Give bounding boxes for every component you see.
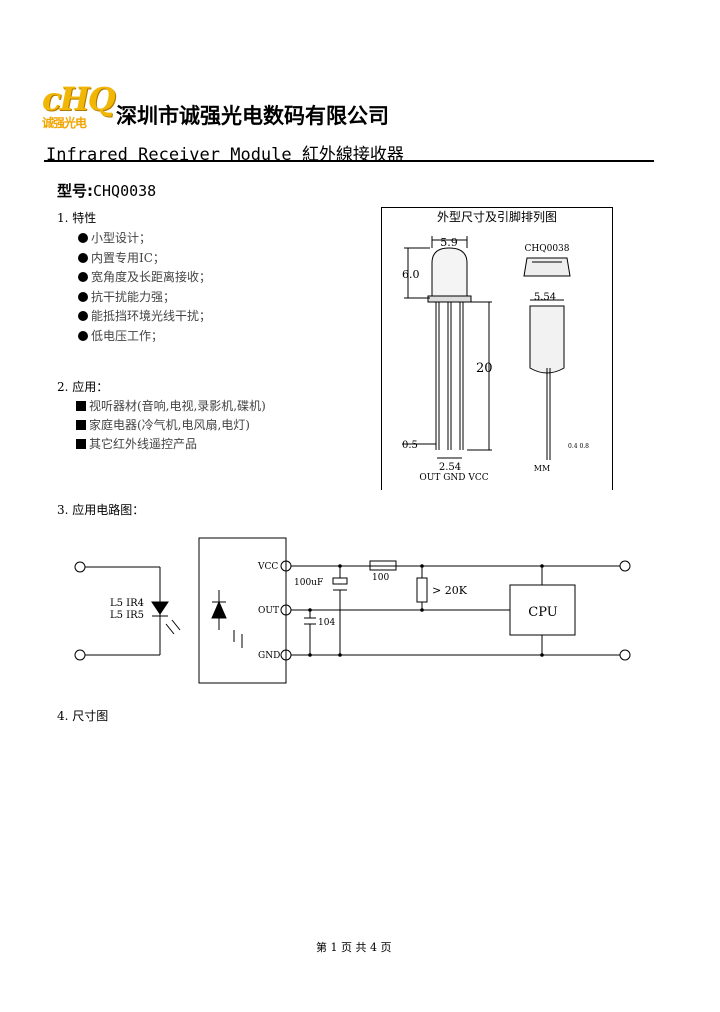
company-logo: cHQ 诚强光电 (42, 80, 116, 136)
feature-item: 抗干扰能力强； (78, 288, 211, 308)
pin-gnd-label: GND (258, 651, 280, 661)
resistor1-label: 100 (372, 573, 389, 583)
cpu-label: CPU (528, 605, 557, 620)
feature-item: 内置专用IC； (78, 249, 211, 269)
bullet-icon (78, 272, 88, 282)
title-divider (44, 160, 654, 162)
pin-labels: OUT GND VCC (419, 473, 488, 483)
pin-vcc-label: VCC (257, 562, 278, 572)
remote-label-1: L5 IR4 (110, 598, 144, 609)
application-item: 家庭电器(冷气机,电风扇,电灯) (76, 416, 266, 435)
resistor2-label: > 20K (432, 584, 468, 597)
square-bullet-icon (76, 439, 86, 449)
feature-item: 能抵挡环境光线干扰； (78, 307, 211, 327)
feature-item: 小型设计； (78, 229, 211, 249)
pitch-label: 2.54 (439, 462, 461, 473)
section-dimensions-heading: 4. 尺寸图 (57, 709, 109, 723)
unit-label: MM (534, 464, 550, 473)
feature-item: 低电压工作； (78, 327, 211, 347)
feature-item: 宽角度及长距离接收； (78, 268, 211, 288)
application-item: 其它红外线遥控产品 (76, 435, 266, 454)
lead-width-label: 0.5 (402, 440, 418, 451)
logo-subtitle: 诚强光电 (42, 116, 87, 130)
bullet-icon (78, 291, 88, 302)
dimension-drawing: 外型尺寸及引脚排列图 5.9 6.0 20 0.5 2.54 OUT GND V… (402, 209, 589, 483)
company-name: 深圳市诚强光电数码有限公司 (116, 104, 389, 128)
cap1-label: 100uF (294, 578, 323, 588)
model-label: 型号: (57, 182, 93, 200)
application-circuit: L5 IR4 L5 IR5 VCC OUT GND 100uF 104 100 … (60, 530, 650, 700)
lead-length-label: 20 (476, 361, 493, 376)
logo-mark: cHQ (42, 80, 116, 118)
section-circuit-heading: 3. 应用电路图： (57, 503, 145, 517)
model-number: 型号:CHQ0038 (57, 180, 156, 201)
width-label: 5.9 (440, 236, 458, 249)
side-width-label: 5.54 (534, 292, 556, 303)
circuit-diagram: L5 IR4 L5 IR5 VCC OUT GND 100uF 104 100 … (74, 537, 631, 684)
section-applications-heading: 2. 应用： (57, 380, 109, 394)
cap2-label: 104 (318, 618, 335, 628)
front-view (402, 236, 492, 459)
bullet-icon (78, 311, 88, 321)
applications-list: 视听器材(音响,电视,录影机,碟机) 家庭电器(冷气机,电风扇,电灯) 其它红外… (76, 397, 266, 454)
side-model-label: CHQ0038 (524, 244, 569, 254)
application-item: 视听器材(音响,电视,录影机,碟机) (76, 397, 266, 416)
features-list: 小型设计； 内置专用IC； 宽角度及长距离接收； 抗干扰能力强； 能抵挡环境光线… (78, 229, 211, 346)
bullet-icon (78, 252, 88, 263)
pin-out-label: OUT (258, 606, 279, 616)
section-features-heading: 1. 特性 (57, 211, 97, 225)
bullet-icon (78, 330, 88, 341)
side-small-label: 0.4 0.8 (568, 443, 589, 450)
side-view (523, 257, 571, 460)
square-bullet-icon (76, 420, 86, 430)
remote-label-2: L5 IR5 (110, 610, 144, 621)
square-bullet-icon (76, 401, 86, 411)
bullet-icon (78, 233, 88, 243)
model-code: CHQ0038 (93, 182, 157, 200)
height-label: 6.0 (402, 268, 420, 281)
page-footer: 第 1 页 共 4 页 (316, 941, 392, 954)
dimension-title: 外型尺寸及引脚排列图 (437, 209, 557, 224)
dimension-drawing-panel: 外型尺寸及引脚排列图 5.9 6.0 20 0.5 2.54 OUT GND V… (381, 207, 613, 490)
